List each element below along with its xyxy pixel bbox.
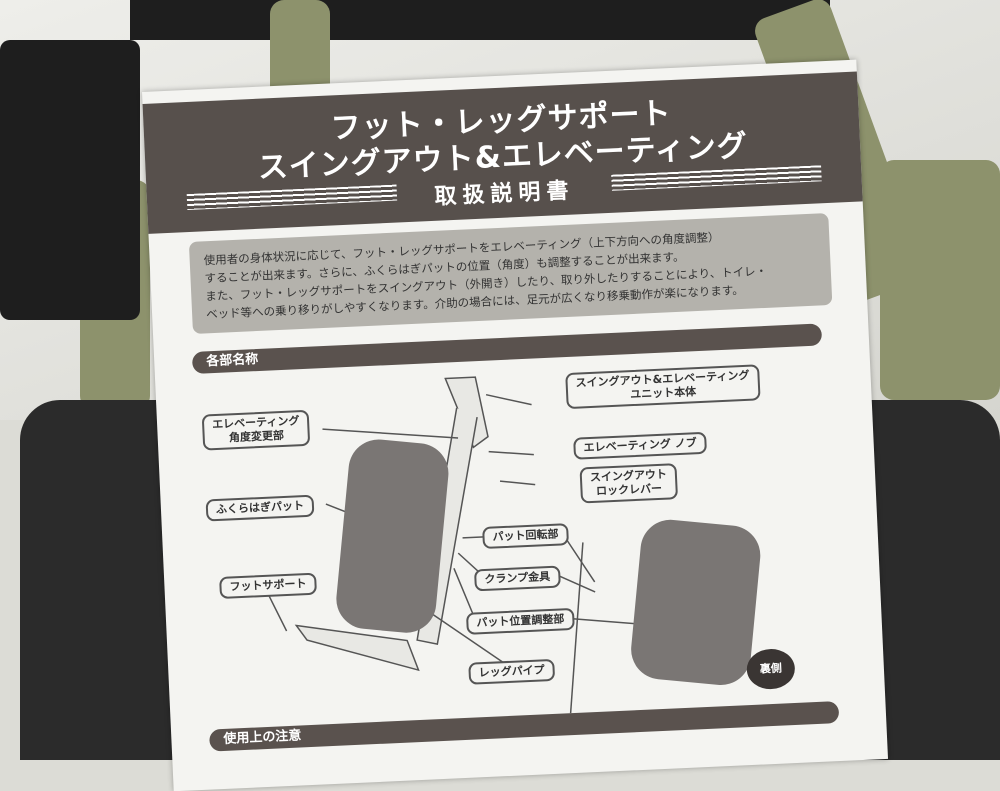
label-clamp: クランプ金具 (473, 565, 561, 592)
label-lock-lever: スイングアウトロックレバー (579, 463, 679, 504)
wheelchair-crossbar (130, 0, 830, 40)
calf-pad-illustration (333, 436, 452, 636)
label-elevating-angle: エレベーティング角度変更部 (201, 409, 311, 451)
wheelchair-frame-side (880, 160, 1000, 400)
calf-pad-back-illustration (628, 517, 763, 688)
label-leg-pipe: レッグパイプ (468, 658, 556, 685)
label-pad-rotation: パット回転部 (482, 523, 569, 549)
instruction-sheet: フット・レッグサポート スイングアウト&エレベーティング 取扱説明書 使用者の身… (142, 59, 889, 791)
armrest (0, 40, 140, 320)
label-foot-support: フットサポート (219, 572, 317, 599)
